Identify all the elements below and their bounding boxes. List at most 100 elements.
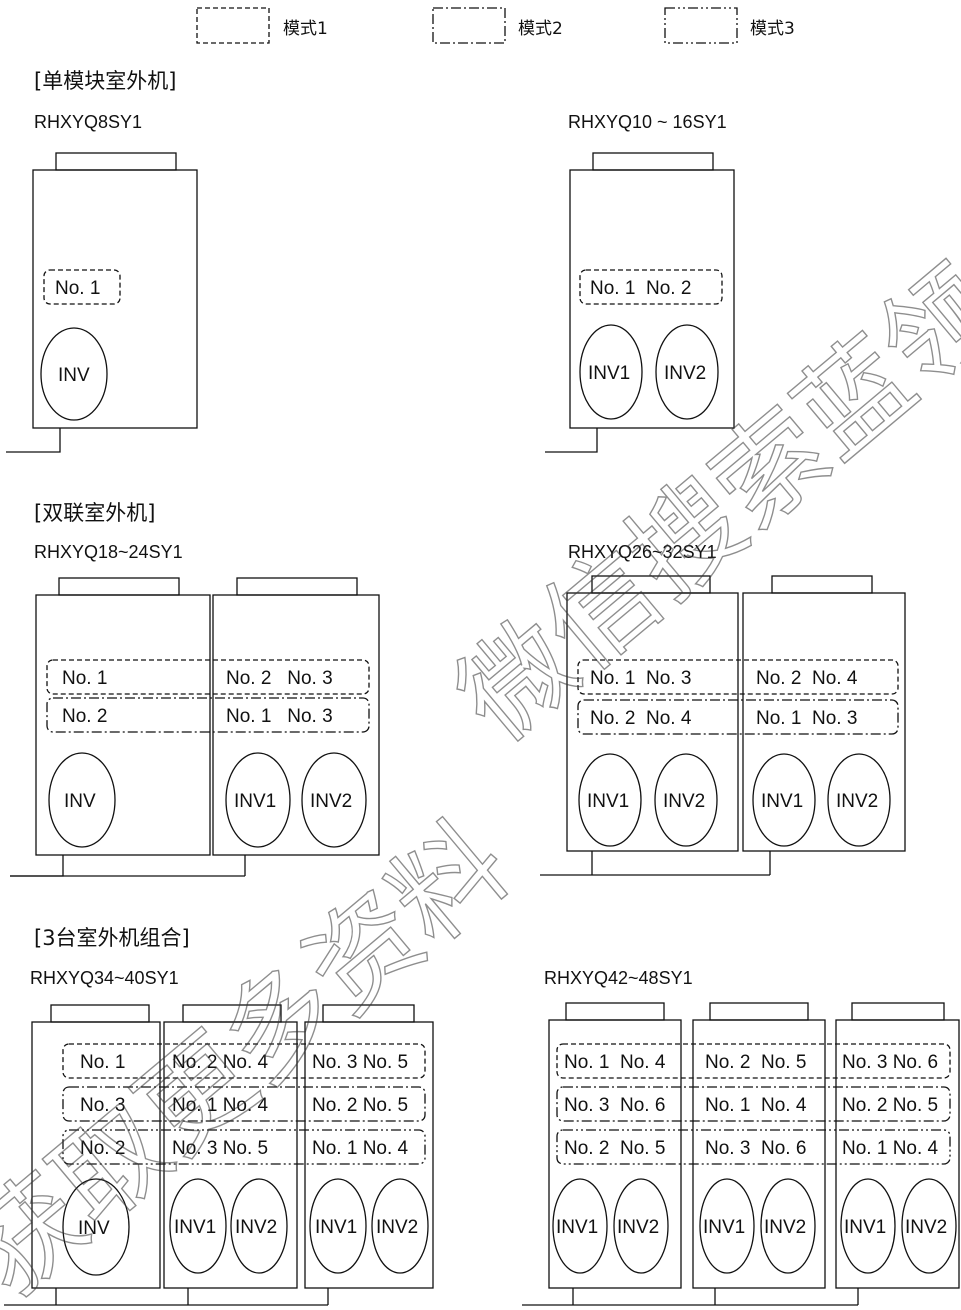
compressor-no-label: No. 2 No. 5 — [705, 1052, 806, 1073]
section-title-double: [双联室外机] — [34, 501, 155, 525]
inverter-label: INV2 — [617, 1217, 659, 1238]
inverter-compressor — [578, 753, 642, 847]
compressor-no-label: No. 1 No. 2 — [590, 278, 691, 299]
compressor-no-label: No. 3 No. 6 — [842, 1052, 938, 1073]
inverter-compressor — [699, 1178, 755, 1274]
compressor-no-label: No. 1 No. 3 — [756, 708, 857, 729]
inverter-compressor — [48, 752, 116, 848]
compressor-no-label: No. 1 No. 4 — [842, 1138, 939, 1159]
compressor-no-label: No. 2 No. 4 — [590, 708, 692, 729]
unit-body — [566, 592, 739, 852]
mode3-group — [556, 1129, 951, 1165]
inverter-label: INV2 — [664, 363, 706, 384]
mode3-group — [62, 1129, 426, 1165]
legend-mode1-label: 模式1 — [283, 19, 328, 39]
unit-rhxyq18-24: No. 1 No. 2 No. 3 No. 2 No. 1 No. 3 INV … — [10, 577, 380, 877]
inverter-compressor — [655, 324, 719, 420]
unit-rhxyq34-40: No. 1 No. 2 No. 4 No. 3 No. 5 No. 3 No. … — [4, 1004, 434, 1306]
section-title-single: [单模块室外机] — [34, 69, 176, 93]
inverter-label: INV — [58, 365, 90, 386]
compressor-no-label: No. 1 No. 4 — [705, 1095, 807, 1116]
inverter-label: INV1 — [588, 363, 630, 384]
unit-rhxyq26-32: No. 1 No. 3 No. 2 No. 4 No. 2 No. 4 No. … — [540, 575, 906, 876]
unit-top-cap — [592, 152, 714, 171]
compressor-no-label: No. 2 No. 5 — [842, 1095, 938, 1116]
inverter-label: INV — [78, 1218, 110, 1239]
unit-body — [32, 169, 198, 429]
compressor-no-label: No. 1 — [62, 668, 107, 689]
model-label-42-48: RHXYQ42~48SY1 — [544, 968, 693, 988]
unit-top-cap — [771, 575, 873, 594]
mode2-group — [46, 697, 370, 733]
legend-mode2-swatch — [432, 7, 506, 44]
inverter-label: INV1 — [174, 1217, 216, 1238]
compressor-no-label: No. 2 No. 5 — [564, 1138, 665, 1159]
legend: 模式1 模式2 模式3 — [196, 7, 795, 44]
legend-mode3-label: 模式3 — [750, 19, 795, 39]
mode1-group — [46, 659, 370, 695]
inverter-label: INV1 — [703, 1217, 745, 1238]
mode2-group — [577, 699, 899, 735]
compressor-no-label: No. 3 No. 6 — [564, 1095, 665, 1116]
inverter-compressor — [371, 1178, 429, 1274]
unit-rhxyq8: No. 1 INV — [6, 152, 198, 453]
refrigerant-pipe — [10, 855, 64, 877]
model-label-10-16: RHXYQ10 ~ 16SY1 — [568, 112, 727, 132]
inverter-compressor — [901, 1178, 957, 1274]
inverter-compressor — [752, 753, 816, 847]
unit-body — [742, 592, 906, 852]
compressor-no-label: No. 1 No. 3 — [590, 668, 691, 689]
inverter-compressor — [760, 1178, 816, 1274]
inverter-compressor — [552, 1178, 608, 1274]
compressor-no-label: No. 1 No. 4 — [564, 1052, 666, 1073]
legend-mode3-swatch — [664, 7, 738, 44]
unit-top-cap — [709, 1002, 809, 1021]
inverter-label: INV2 — [376, 1217, 418, 1238]
mode1-group — [43, 269, 121, 305]
compressor-no-label: No. 3 — [80, 1095, 125, 1116]
compressor-no-label: No. 1 — [80, 1052, 125, 1073]
unit-top-cap — [851, 1002, 945, 1021]
inverter-label: INV1 — [556, 1217, 598, 1238]
inverter-label: INV — [64, 791, 96, 812]
inverter-label: INV2 — [905, 1217, 947, 1238]
unit-top-cap — [58, 577, 180, 596]
inverter-label: INV2 — [836, 791, 878, 812]
unit-top-cap — [236, 577, 358, 596]
unit-top-cap — [55, 152, 177, 171]
refrigerant-pipe — [545, 428, 598, 453]
compressor-no-label: No. 2 No. 3 — [226, 668, 333, 689]
compressor-no-label: No. 2 No. 4 — [756, 668, 858, 689]
compressor-no-label: No. 1 No. 4 — [172, 1095, 269, 1116]
inverter-label: INV2 — [235, 1217, 277, 1238]
inverter-label: INV2 — [764, 1217, 806, 1238]
inverter-compressor — [301, 752, 367, 848]
mode1-group — [577, 659, 899, 695]
compressor-no-label: No. 1 No. 3 — [226, 706, 333, 727]
compressor-no-label: No. 1 No. 4 — [312, 1138, 409, 1159]
unit-body — [304, 1021, 434, 1289]
inverter-compressor — [62, 1178, 130, 1276]
mode1-group — [579, 269, 723, 305]
inverter-compressor — [827, 753, 891, 847]
compressor-no-label: No. 1 — [55, 278, 100, 299]
inverter-compressor — [40, 327, 108, 421]
compressor-no-label: No. 2 No. 5 — [312, 1095, 408, 1116]
compressor-no-label: No. 3 No. 6 — [705, 1138, 806, 1159]
compressor-no-label: No. 3 No. 5 — [172, 1138, 268, 1159]
inverter-label: INV1 — [587, 791, 629, 812]
inverter-compressor — [230, 1178, 288, 1274]
inverter-label: INV2 — [663, 791, 705, 812]
inverter-label: INV1 — [234, 791, 276, 812]
inverter-compressor — [579, 324, 643, 420]
inverter-compressor — [613, 1178, 669, 1274]
mode1-group — [62, 1043, 426, 1079]
unit-body — [692, 1019, 826, 1289]
unit-body — [35, 594, 211, 856]
unit-rhxyq42-48: No. 1 No. 4 No. 2 No. 5 No. 3 No. 6 No. … — [522, 1002, 960, 1306]
mode2-group — [556, 1086, 951, 1122]
refrigerant-pipe — [6, 428, 61, 453]
mode1-group — [556, 1043, 951, 1079]
